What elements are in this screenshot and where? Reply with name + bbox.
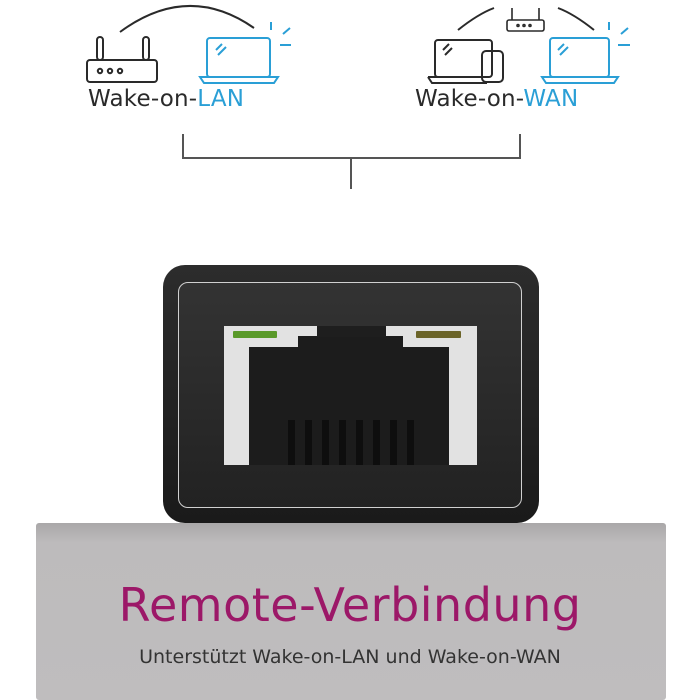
smartphone-icon (481, 50, 504, 83)
link-led-green (233, 331, 277, 338)
laptop-icon (427, 39, 493, 84)
panel-title: Remote-Verbindung (118, 578, 582, 632)
bracket-connector (182, 134, 521, 189)
wake-on-wan-label: Wake-on-WAN (415, 86, 578, 112)
activity-led-amber (416, 331, 461, 338)
label-accent: WAN (523, 86, 579, 112)
wake-on-lan-label: Wake-on-LAN (88, 86, 244, 112)
label-prefix: Wake-on- (415, 86, 524, 112)
label-prefix: Wake-on- (88, 86, 198, 112)
panel-subtitle: Unterstützt Wake-on-LAN und Wake-on-WAN (139, 646, 561, 668)
lan-diagram (86, 4, 291, 84)
wan-diagram (427, 7, 630, 84)
laptop-icon (198, 22, 291, 84)
laptop-icon (540, 22, 630, 84)
label-accent: LAN (197, 86, 245, 112)
router-icon (506, 8, 545, 32)
info-panel (36, 523, 666, 700)
router-icon (86, 36, 158, 83)
